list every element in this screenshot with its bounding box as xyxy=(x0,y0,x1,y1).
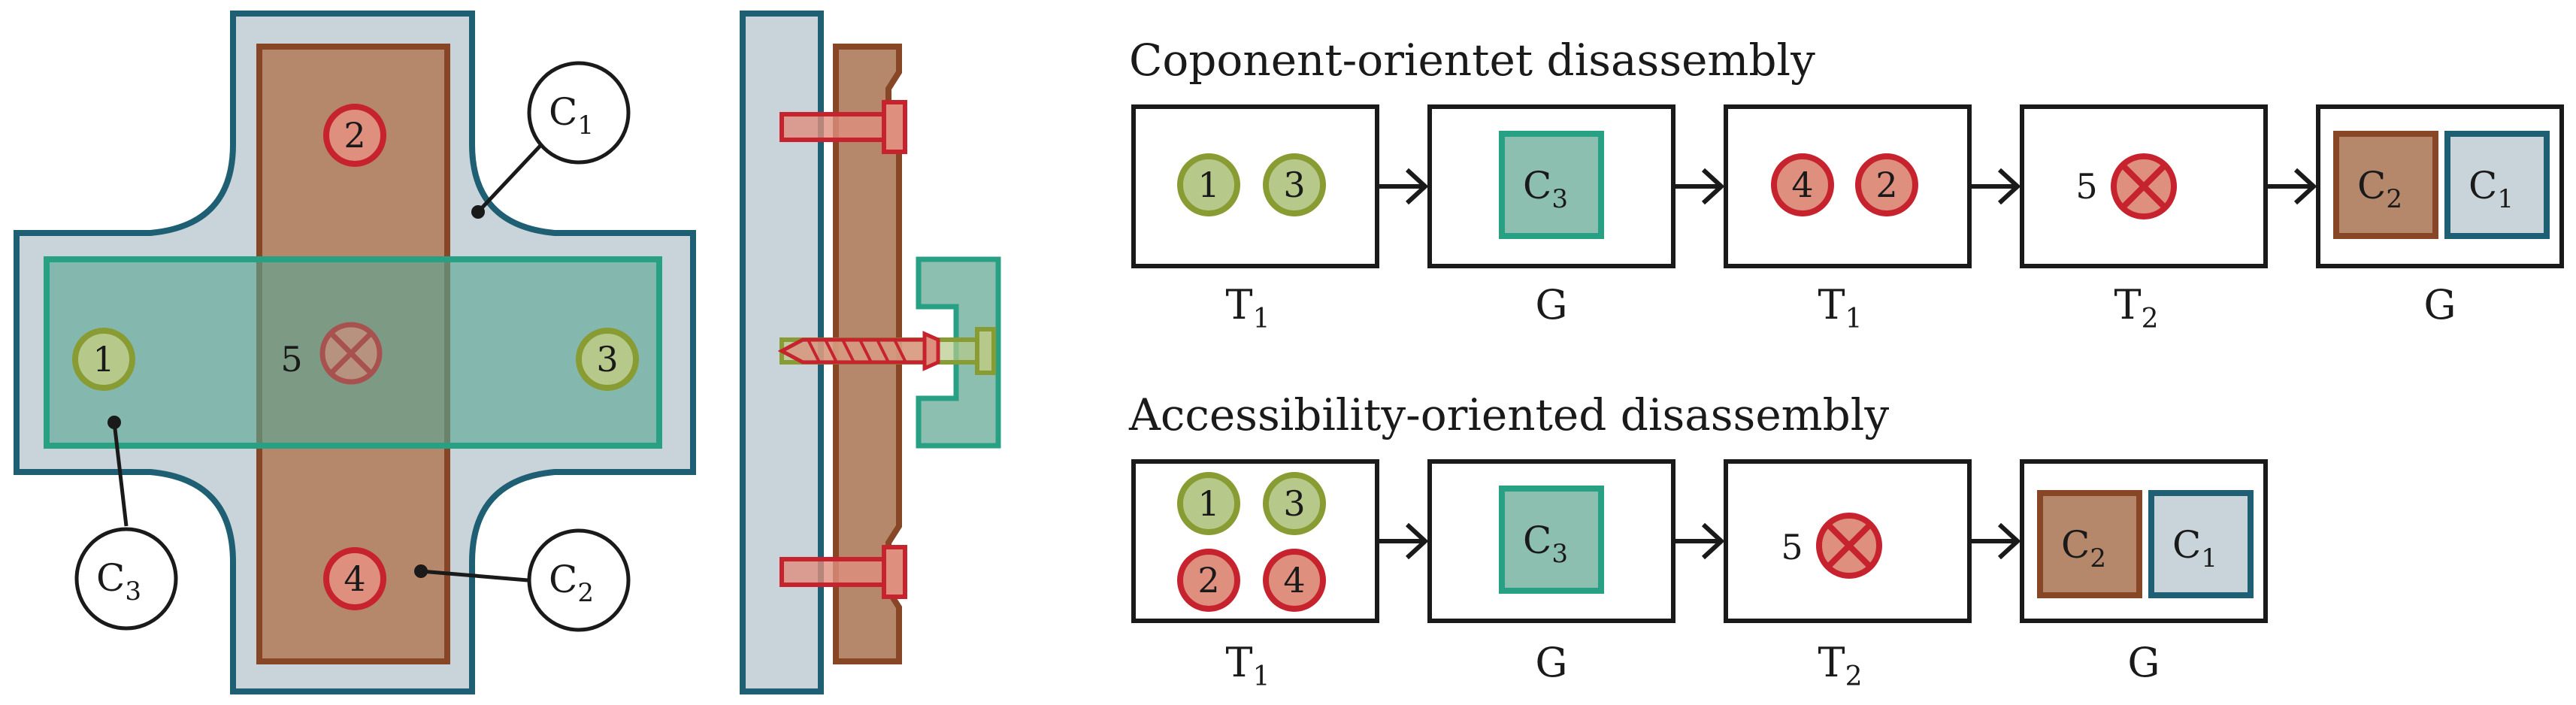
callout-c3 xyxy=(74,527,178,631)
top-s5-c2-label: C2 xyxy=(2357,164,2402,214)
bottom-s1-fastener-2 xyxy=(1177,549,1240,612)
bottom-arrows xyxy=(1379,522,2021,560)
top-step-1-box xyxy=(1131,104,1379,268)
top-s1-tool: T1 xyxy=(1226,281,1270,334)
top-s2-component-c3 xyxy=(1499,131,1604,239)
top-s5-component-c1 xyxy=(2444,131,2550,239)
side-screw-4 xyxy=(779,545,907,599)
callout-c3-label: C3 xyxy=(96,556,141,607)
top-s4-fastener-5-label: 5 xyxy=(2075,166,2097,207)
top-s1-fastener-1-label: 1 xyxy=(1197,165,1219,205)
sequence-bottom: Accessibility-oriented disassembly 1 3 2… xyxy=(1128,389,2268,692)
fastener-3-label: 3 xyxy=(596,339,618,380)
side-fastener-5 xyxy=(777,331,940,371)
bottom-step-3-box xyxy=(1724,459,1972,623)
bottom-s1-fastener-3-label: 3 xyxy=(1283,483,1305,524)
top-s5-c1-label: C1 xyxy=(2469,164,2514,214)
assembly-side-view xyxy=(740,11,1001,694)
assembly-top-view: 2 4 1 3 5 C1 C3 C2 xyxy=(14,11,696,694)
top-s3-fastener-2-label: 2 xyxy=(1875,165,1897,205)
bottom-s4-component-c1 xyxy=(2148,490,2254,598)
bottom-s3-cross-icon xyxy=(1816,513,1882,579)
top-s5-tool: G xyxy=(2423,281,2456,328)
bottom-s4-tool: G xyxy=(2127,639,2160,686)
bottom-s1-fastener-3 xyxy=(1263,472,1326,535)
callout-c1 xyxy=(527,61,631,165)
fastener-5-cross-icon xyxy=(319,322,383,385)
top-s5-component-c2 xyxy=(2333,131,2438,239)
side-screw-2 xyxy=(779,100,907,154)
fastener-3-marker xyxy=(576,328,639,391)
fastener-5-label: 5 xyxy=(280,339,302,380)
callout-c2-label: C2 xyxy=(549,558,594,608)
bottom-s1-fastener-2-label: 2 xyxy=(1197,560,1219,601)
top-arrows xyxy=(1379,168,2317,205)
top-s1-fastener-1 xyxy=(1177,153,1240,216)
bottom-s1-fastener-4 xyxy=(1263,549,1326,612)
top-s2-tool: G xyxy=(1535,281,1567,328)
bottom-s3-tool: T2 xyxy=(1818,639,1863,692)
top-s3-fastener-4 xyxy=(1771,153,1834,216)
bottom-s1-fastener-4-label: 4 xyxy=(1283,560,1305,601)
top-s1-fastener-3-label: 3 xyxy=(1283,165,1305,205)
bottom-s2-c3-label: C3 xyxy=(1523,519,1568,569)
bottom-s1-fastener-1 xyxy=(1177,472,1240,535)
bottom-s1-tool: T1 xyxy=(1226,639,1270,692)
fastener-4-marker xyxy=(323,547,386,610)
bottom-step-1-box xyxy=(1131,459,1379,623)
bottom-s4-c2-label: C2 xyxy=(2061,523,2106,573)
fastener-2-marker xyxy=(323,104,386,167)
sequence-top-title: Coponent-orientet disassembly xyxy=(1129,35,1815,86)
callout-c2 xyxy=(527,528,631,632)
top-s3-fastener-2 xyxy=(1855,153,1918,216)
fastener-2-label: 2 xyxy=(344,115,365,156)
bottom-s4-component-c2 xyxy=(2037,490,2142,598)
bottom-s4-c1-label: C1 xyxy=(2172,523,2217,573)
bottom-s2-tool: G xyxy=(1535,639,1567,686)
top-s1-fastener-3 xyxy=(1263,153,1326,216)
sequence-top: Coponent-orientet disassembly 1 3 C3 4 2… xyxy=(1129,35,2564,334)
sequence-bottom-title: Accessibility-oriented disassembly xyxy=(1128,389,1889,440)
fastener-4-label: 4 xyxy=(344,558,365,599)
top-s3-tool: T1 xyxy=(1818,281,1863,334)
top-s3-fastener-4-label: 4 xyxy=(1791,165,1813,205)
fastener-1-marker xyxy=(72,328,135,391)
top-step-3-box xyxy=(1724,104,1972,268)
top-s4-tool: T2 xyxy=(2114,281,2159,334)
top-s4-cross-icon xyxy=(2111,153,2177,219)
top-s2-c3-label: C3 xyxy=(1523,164,1568,214)
bottom-s1-fastener-1-label: 1 xyxy=(1197,483,1219,524)
callout-c1-label: C1 xyxy=(549,90,594,141)
fastener-1-label: 1 xyxy=(92,339,114,380)
bottom-s2-component-c3 xyxy=(1499,486,1604,594)
bottom-s3-fastener-5-label: 5 xyxy=(1781,527,1803,567)
